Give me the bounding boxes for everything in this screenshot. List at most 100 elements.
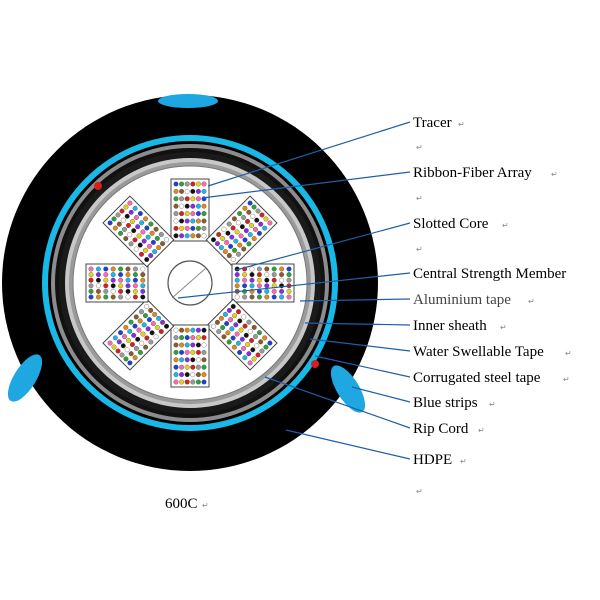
fiber xyxy=(184,181,190,187)
fiber xyxy=(253,226,258,232)
fiber xyxy=(195,327,201,333)
fiber xyxy=(234,283,240,289)
fiber xyxy=(225,230,231,236)
fiber xyxy=(173,372,179,378)
fiber xyxy=(132,323,138,329)
leader-hdpe xyxy=(285,429,411,460)
label-hdpe: HDPE xyxy=(413,452,452,468)
rip-cord-dot xyxy=(311,360,319,368)
fiber xyxy=(137,242,143,248)
fiber xyxy=(125,283,131,289)
fiber xyxy=(132,266,138,272)
fiber xyxy=(226,253,232,259)
fiber xyxy=(150,321,156,327)
fiber xyxy=(245,219,251,224)
fiber xyxy=(195,342,201,348)
fiber xyxy=(256,277,262,283)
fiber xyxy=(190,327,196,333)
fiber xyxy=(247,360,253,366)
fiber xyxy=(201,327,207,333)
fiber xyxy=(229,234,235,240)
fiber xyxy=(224,321,230,327)
fiber xyxy=(184,372,190,378)
fiber xyxy=(110,283,116,289)
fiber xyxy=(128,351,134,357)
paragraph-mark: ↵ xyxy=(565,349,572,358)
label-corrugated-steel-tape: Corrugated steel tape xyxy=(413,370,541,386)
fiber xyxy=(122,334,127,340)
fiber xyxy=(125,288,131,294)
fiber xyxy=(190,379,196,385)
ribbon-slot xyxy=(205,195,278,268)
fiber xyxy=(271,272,277,278)
fiber xyxy=(144,225,150,231)
fiber xyxy=(139,251,144,257)
fiber xyxy=(110,277,116,283)
fiber xyxy=(116,339,122,345)
fiber xyxy=(184,211,190,217)
fiber xyxy=(235,340,241,346)
label-aluminium-tape: Aluminium tape xyxy=(413,292,511,308)
fiber xyxy=(118,277,124,283)
paragraph-mark: ↵ xyxy=(500,323,507,332)
fiber xyxy=(173,335,179,341)
fiber xyxy=(140,277,146,283)
fiber xyxy=(139,309,144,315)
label-rip-cord: Rip Cord xyxy=(413,421,469,437)
fiber xyxy=(143,247,148,253)
fiber xyxy=(140,283,146,289)
fiber xyxy=(190,364,196,370)
fiber xyxy=(201,181,207,187)
fiber xyxy=(132,272,138,278)
fiber xyxy=(279,266,285,272)
fiber xyxy=(249,338,254,344)
fiber xyxy=(143,313,148,319)
fiber xyxy=(190,233,196,239)
fiber xyxy=(264,294,270,300)
fiber xyxy=(133,346,139,351)
fiber xyxy=(132,355,138,361)
fiber xyxy=(241,246,247,252)
fiber xyxy=(264,277,270,283)
fiber xyxy=(286,272,292,278)
fiber xyxy=(211,237,216,243)
fiber xyxy=(254,217,260,223)
ribbon-slot xyxy=(102,298,175,371)
fiber xyxy=(249,266,255,272)
fiber xyxy=(120,343,126,349)
fiber xyxy=(173,188,179,194)
fiber xyxy=(152,311,158,317)
fiber xyxy=(146,243,152,249)
fiber xyxy=(184,342,190,348)
leader-ribbon-fiber-array xyxy=(201,171,411,199)
label-tracer: Tracer xyxy=(413,115,452,131)
fiber xyxy=(125,272,131,278)
fiber xyxy=(195,233,201,239)
fiber xyxy=(111,216,117,222)
fiber xyxy=(158,232,164,237)
fiber xyxy=(236,251,241,257)
fiber xyxy=(221,226,227,232)
fiber xyxy=(279,272,285,278)
label-central-strength-member: Central Strength Member xyxy=(413,266,566,282)
fiber xyxy=(242,205,248,211)
fiber xyxy=(144,335,150,341)
fiber xyxy=(256,230,262,236)
fiber xyxy=(201,211,207,217)
fiber xyxy=(123,204,129,210)
fiber xyxy=(146,317,152,323)
paragraph-mark: ↵ xyxy=(416,245,423,254)
fiber xyxy=(258,221,264,227)
fiber xyxy=(184,349,190,355)
fiber xyxy=(145,234,151,240)
fiber xyxy=(195,349,201,355)
fiber xyxy=(118,283,124,289)
fiber xyxy=(88,266,94,272)
fiber xyxy=(143,216,149,222)
fiber xyxy=(127,232,133,238)
fiber xyxy=(253,334,258,340)
fiber xyxy=(228,317,234,323)
fiber xyxy=(190,218,196,224)
fiber xyxy=(222,311,228,317)
fiber xyxy=(247,200,253,206)
